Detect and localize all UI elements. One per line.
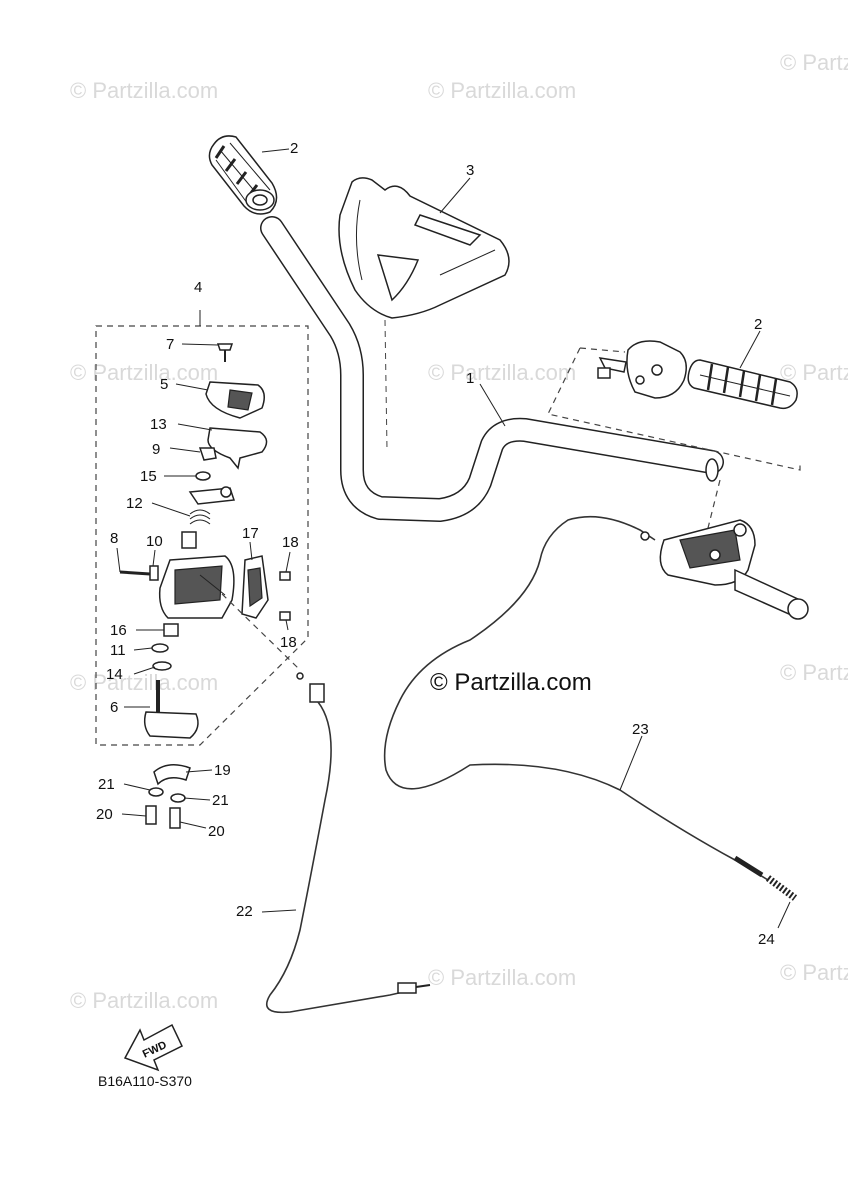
callout: 6 [110,699,118,716]
cable-22 [221,593,431,1014]
leader-lines [116,148,791,929]
watermark: © Partzilla.com [428,360,576,385]
callout: 11 [110,642,126,659]
callout: 1 [466,370,474,387]
callout: 4 [194,279,202,296]
fwd-arrow: FWD [123,1023,183,1072]
callout: 5 [160,376,168,393]
watermark: © Partzilla.com [780,360,848,385]
watermark: © Partzilla.com [428,965,576,990]
callout: 23 [632,721,649,738]
callout: 14 [106,666,123,683]
assembly-box [95,325,309,746]
callout: 10 [146,533,163,550]
callout: 12 [126,495,143,512]
callout: 17 [242,525,259,542]
handlebar-pad [338,177,510,319]
callout: 15 [140,468,157,485]
handlebar [260,216,724,522]
switch-assembly [597,340,687,399]
callout: 18 [282,534,299,551]
callout: 13 [150,416,167,433]
callout: 2 [290,140,298,157]
watermarks: © Partzilla.com © Partzilla.com © Partzi… [70,50,848,1013]
callout: 19 [214,762,231,779]
watermark: © Partzilla.com [780,50,848,75]
callout: 21 [212,792,229,809]
dashed-box [547,347,801,471]
callout: 2 [754,316,762,333]
watermark: © Partzilla.com [780,960,848,985]
watermark: © Partzilla.com [70,360,218,385]
grip-right [687,359,798,410]
callout: 24 [758,931,775,948]
watermark: © Partzilla.com [780,660,848,685]
cable-23 [383,515,798,901]
watermark-center: © Partzilla.com [430,669,592,696]
brake-lever [659,519,809,620]
watermark: © Partzilla.com [70,670,218,695]
watermark: © Partzilla.com [70,78,218,103]
callout: 22 [236,903,253,920]
callout: 18 [280,634,297,651]
dashed-box [579,347,626,353]
callouts: 2 3 2 1 4 7 5 13 9 15 12 8 10 17 18 18 1… [96,140,775,948]
clamp-parts [145,764,191,829]
callout: 7 [166,336,174,353]
callout: 20 [96,806,113,823]
callout: 3 [466,162,474,179]
callout: 16 [110,622,127,639]
callout: 20 [208,823,225,840]
callout: 9 [152,441,160,458]
watermark: © Partzilla.com [70,988,218,1013]
callout: 8 [110,530,118,547]
diagram-code: B16A110-S370 [98,1073,192,1089]
callout: 21 [98,776,115,793]
grip-left [208,135,278,215]
watermark: © Partzilla.com [428,78,576,103]
thumb-throttle-parts [119,343,291,739]
